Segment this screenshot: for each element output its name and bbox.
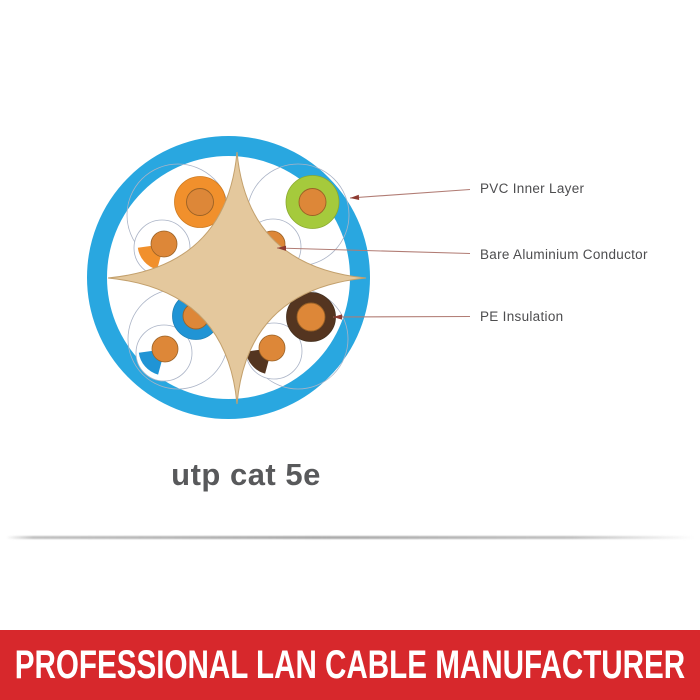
annotation-pe-insulation: PE Insulation — [480, 309, 564, 324]
banner: PROFESSIONAL LAN CABLE MANUFACTURER — [0, 630, 700, 700]
product-label: utp cat 5e — [171, 457, 321, 492]
annotation-bare-aluminium-conductor: Bare Aluminium Conductor — [480, 247, 648, 262]
cable-cross-section-diagram — [87, 136, 471, 419]
striped-wire-blue-white — [135, 324, 193, 382]
section-divider — [6, 536, 694, 539]
striped-wire-brown-white — [245, 322, 303, 380]
insulated-wire-green — [285, 175, 340, 229]
insulated-wire-brown — [286, 292, 336, 342]
banner-text: PROFESSIONAL LAN CABLE MANUFACTURER — [14, 642, 686, 687]
annotation-pvc-inner-layer: PVC Inner Layer — [480, 181, 585, 196]
insulated-wire-orange — [174, 176, 226, 228]
separator-star — [107, 151, 367, 405]
leader-lines — [276, 188, 471, 318]
